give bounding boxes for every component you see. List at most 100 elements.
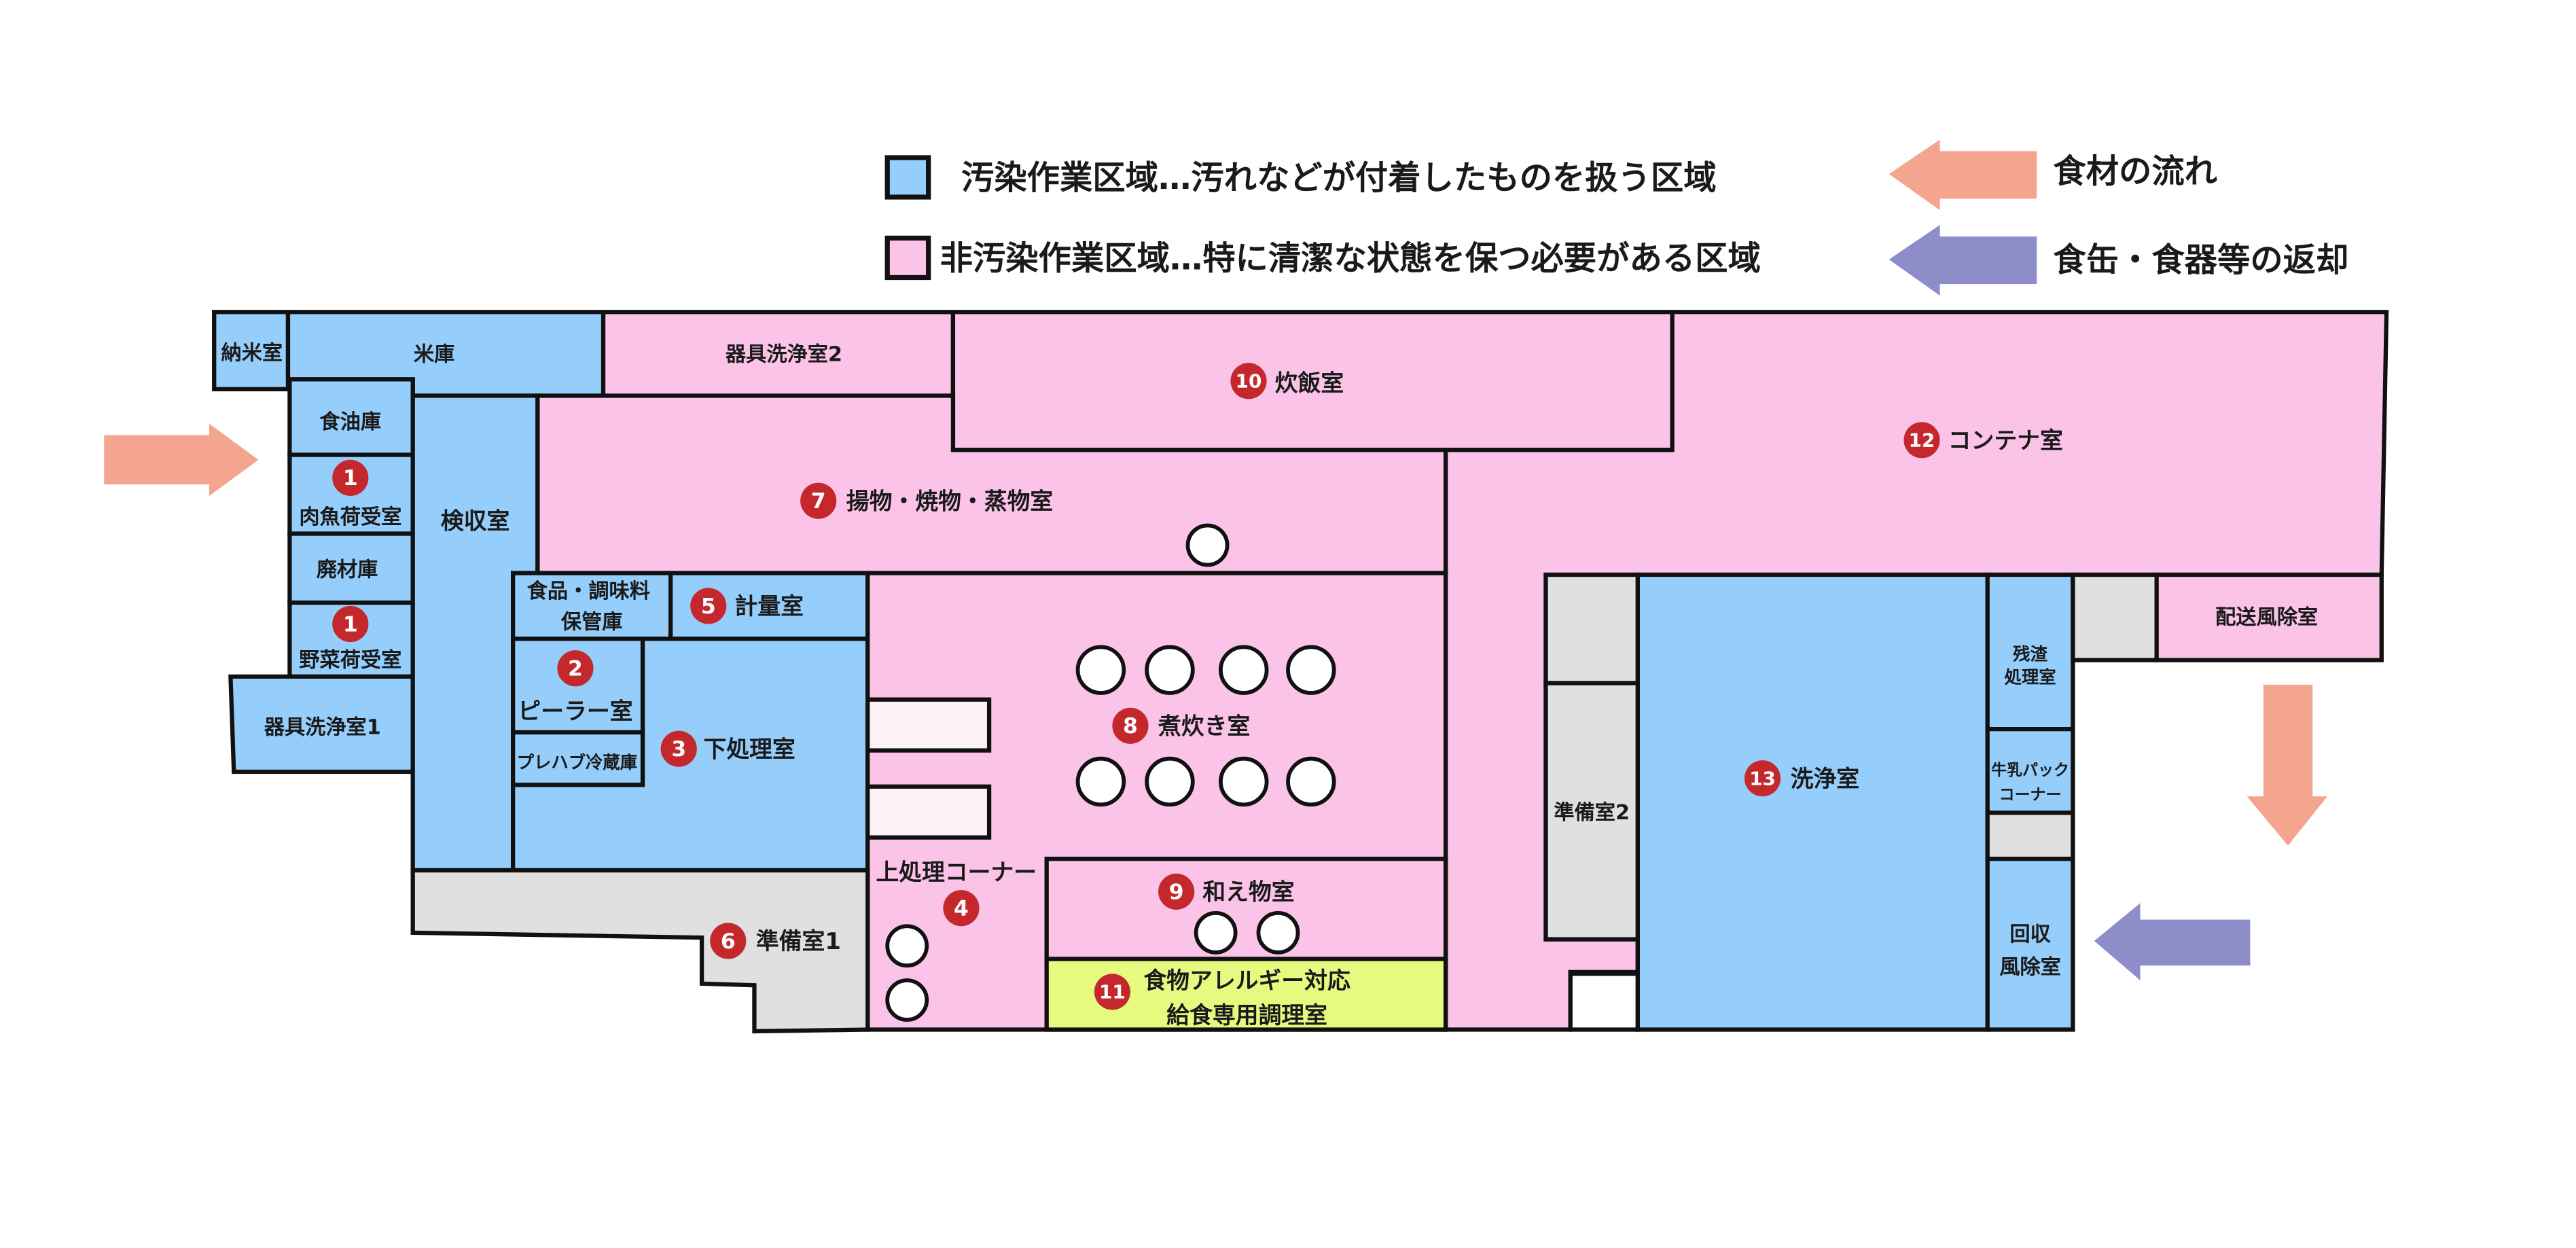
badge-number: 4	[954, 897, 969, 921]
equipment-circle	[1286, 645, 1336, 695]
legend-contaminated-label: 汚染作業区域…汚れなどが付着したものを扱う区域	[961, 159, 1717, 197]
room-label: 保管庫	[561, 611, 623, 635]
room-number-badge: 7	[800, 482, 837, 519]
badge-circle	[332, 459, 369, 496]
legend: 汚染作業区域…汚れなどが付着したものを扱う区域 非汚染作業区域…特に清潔な状態を…	[884, 139, 2348, 296]
legend-return-arrow	[1889, 225, 2037, 296]
room-label: 風除室	[1999, 955, 2061, 979]
equipment-circle	[1075, 756, 1126, 807]
room-label: 肉魚荷受室	[299, 505, 401, 529]
room-label: 上処理コーナー	[876, 859, 1037, 886]
room-label: 給食専用調理室	[1166, 1002, 1327, 1029]
equipment-circle	[1256, 911, 1300, 955]
badge-circle	[1112, 707, 1149, 744]
room-spare-area	[1985, 810, 2075, 861]
badge-circle	[332, 605, 369, 643]
badge-number: 8	[1123, 714, 1138, 738]
badge-circle	[1744, 760, 1781, 797]
equipment	[885, 523, 1336, 1022]
room-label: 牛乳パック	[1991, 761, 2069, 779]
room-number-badge: 4	[943, 890, 980, 927]
equipment-circle	[1218, 645, 1269, 695]
food-outflow-arrow	[2247, 684, 2328, 846]
equipment-circle	[1286, 756, 1336, 807]
badge-circle	[690, 588, 727, 624]
room-delivery-vestibule	[2154, 572, 2384, 662]
equipment-circle	[1145, 645, 1195, 695]
badge-circle	[1230, 363, 1267, 399]
legend-food-flow-label: 食材の流れ	[2053, 152, 2217, 190]
room-label: 器具洗浄室1	[264, 715, 381, 739]
equipment-circle	[885, 978, 929, 1022]
badge-circle	[660, 730, 697, 767]
badge-circle	[1094, 974, 1130, 1010]
room-residue-processing	[1985, 572, 2075, 732]
room-number-badge: 1	[332, 605, 369, 643]
equipment-circle	[1075, 645, 1126, 695]
room-label: 処理室	[2004, 667, 2056, 688]
badge-circle	[1158, 873, 1195, 910]
room-label: 煮炊き室	[1158, 713, 1250, 739]
room-label: 洗浄室	[1791, 766, 1859, 792]
badge-number: 2	[568, 657, 583, 681]
room-label: 野菜荷受室	[299, 647, 401, 672]
badge-number: 13	[1749, 767, 1776, 789]
room-number-badge: 6	[710, 923, 747, 959]
room-number-badge: 8	[1112, 707, 1149, 744]
room-label: 準備室1	[756, 928, 841, 955]
room-collection-vestibule	[1985, 857, 2075, 1032]
room-label: 食品・調味料	[527, 579, 650, 603]
room-number-badge: 12	[1903, 422, 1940, 459]
legend-return-label: 食缶・食器等の返却	[2053, 241, 2348, 279]
room-label: コンテナ室	[1948, 427, 2063, 454]
badge-circle	[710, 923, 747, 959]
room-number-badge: 11	[1094, 974, 1130, 1010]
room-label: 食物アレルギー対応	[1143, 967, 1350, 994]
equipment-circle	[1145, 756, 1195, 807]
room-label: 廃材庫	[317, 557, 378, 582]
equipment-circle	[1194, 911, 1238, 955]
room-label: プレハブ冷蔵庫	[517, 752, 638, 772]
badge-number: 3	[671, 737, 686, 762]
work-counter	[865, 784, 992, 840]
equipment-circle	[1218, 756, 1269, 807]
legend-clean-label: 非汚染作業区域…特に清潔な状態を保つ必要がある区域	[940, 239, 1761, 277]
badge-number: 11	[1099, 981, 1126, 1003]
room-number-badge: 9	[1158, 873, 1195, 910]
equipment-circle	[1185, 523, 1230, 567]
room-number-badge: 10	[1230, 363, 1267, 399]
room-label: 検収室	[441, 507, 509, 534]
legend-contaminated-swatch	[884, 155, 931, 200]
badge-circle	[800, 482, 837, 519]
room-label: 残渣	[2013, 644, 2047, 664]
badge-circle	[1903, 422, 1940, 459]
room-label: 回収	[2009, 923, 2051, 946]
room-label: 下処理室	[704, 736, 795, 762]
room-number-badge: 2	[557, 650, 594, 687]
room-preparation-2	[1543, 681, 1640, 942]
badge-circle	[557, 650, 594, 687]
room-label: ピーラー室	[518, 698, 632, 725]
room-number-badge: 5	[690, 588, 727, 624]
badge-number: 12	[1909, 429, 1935, 451]
room-labels: 納米室 米庫 器具洗浄室2 10 炊飯室 12 コンテナ室 食油庫 1 肉魚荷受…	[221, 340, 2319, 1029]
room-label: 米庫	[414, 343, 454, 367]
equipment-circle	[885, 924, 929, 968]
badge-number: 9	[1169, 880, 1184, 904]
room-number-badge: 3	[660, 730, 697, 767]
legend-food-flow-arrow	[1889, 139, 2037, 211]
return-inflow-arrow	[2094, 903, 2251, 981]
food-inflow-arrow	[104, 423, 259, 496]
badge-number: 7	[811, 489, 826, 514]
room-label: 炊飯室	[1275, 370, 1344, 396]
room-label: 準備室2	[1554, 800, 1630, 825]
room-blank-area	[1568, 971, 1640, 1032]
badge-number: 10	[1236, 370, 1262, 392]
badge-number: 1	[343, 466, 358, 491]
room-preparation-1	[410, 868, 870, 1034]
room-label: 納米室	[221, 340, 283, 365]
room-spare-area	[2071, 572, 2159, 662]
room-number-badge: 13	[1744, 760, 1781, 797]
room-label: コーナー	[1999, 786, 2062, 804]
